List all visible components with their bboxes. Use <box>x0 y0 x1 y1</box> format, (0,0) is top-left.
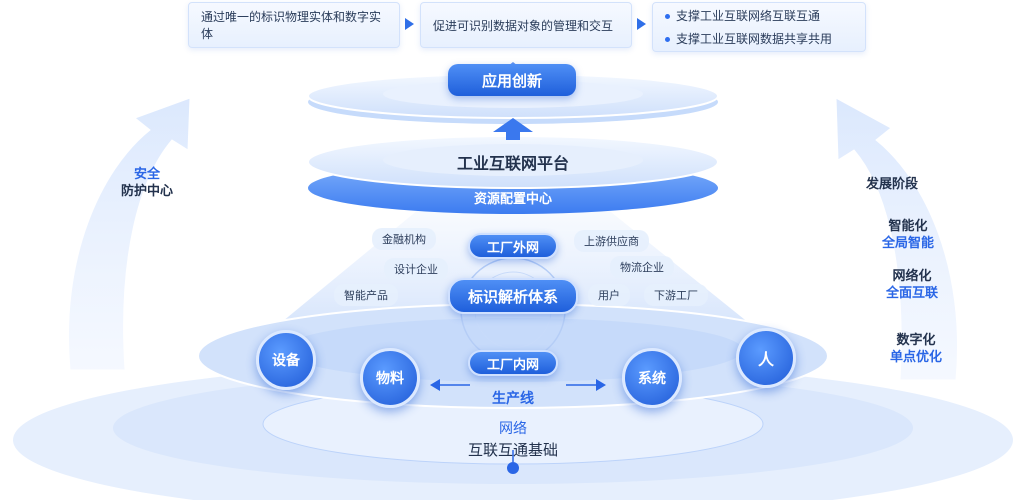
right-stage-arrow <box>835 97 959 381</box>
stage-intelligent-top: 智能化 <box>888 219 928 234</box>
chip-finance: 金融机构 <box>372 228 436 250</box>
node-person: 人 <box>736 328 796 388</box>
chip-upstream: 上游供应商 <box>574 230 649 252</box>
resource-center-label: 资源配置中心 <box>473 192 552 207</box>
line-arrow-left <box>430 379 440 391</box>
app-innovation-label: 应用创新 <box>448 64 576 96</box>
foundation-label: 互联互通基础 <box>467 441 558 459</box>
stage-title: 发展阶段 <box>865 177 918 192</box>
node-material: 物料 <box>360 348 420 408</box>
resolution-system-pill: 标识解析体系 <box>448 278 578 314</box>
stage-digital: 数字化 单点优化 <box>876 332 956 366</box>
bullet-icon <box>665 37 670 42</box>
bullet-icon <box>665 14 670 19</box>
top-box-identify-text: 通过唯一的标识物理实体和数字实体 <box>201 10 382 41</box>
top-box-manage-text: 促进可识别数据对象的管理和交互 <box>433 18 614 33</box>
support-item-1: 支撑工业互联网络互联互通 <box>665 7 820 24</box>
top-box-identify: 通过唯一的标识物理实体和数字实体 <box>188 2 400 48</box>
node-equipment: 设备 <box>256 330 316 390</box>
top-arrow-1 <box>405 18 414 30</box>
network-label: 网络 <box>499 421 527 437</box>
chip-logistics: 物流企业 <box>610 256 674 278</box>
top-box-manage: 促进可识别数据对象的管理和交互 <box>420 2 632 48</box>
security-center-text: 安全 防护中心 <box>112 166 182 200</box>
platform-disc-center <box>383 144 643 176</box>
top-box-support: 支撑工业互联网络互联互通 支撑工业互联网数据共享共用 <box>652 2 866 52</box>
base-point <box>507 462 519 474</box>
production-line-label: 生产线 <box>492 391 534 407</box>
stage-digital-bottom: 单点优化 <box>889 350 942 365</box>
stage-intelligent-bottom: 全局智能 <box>881 236 934 251</box>
up-arrow-platform <box>493 118 533 140</box>
support-item-2: 支撑工业互联网数据共享共用 <box>665 30 832 47</box>
security-line2: 防护中心 <box>120 184 173 199</box>
node-system: 系统 <box>622 348 682 408</box>
stage-network: 网络化 全面互联 <box>872 268 952 302</box>
chip-smart-products: 智能产品 <box>334 284 398 306</box>
chip-downstream: 下游工厂 <box>644 284 708 306</box>
top-arrow-2 <box>637 18 646 30</box>
platform-label: 工业互联网平台 <box>456 154 569 173</box>
chip-design: 设计企业 <box>384 258 448 280</box>
stage-network-top: 网络化 <box>892 269 932 284</box>
line-arrow-right <box>596 379 606 391</box>
stage-digital-top: 数字化 <box>896 333 936 348</box>
left-security-arrow <box>67 97 191 371</box>
security-line1: 安全 <box>133 167 160 182</box>
stage-network-bottom: 全面互联 <box>885 286 938 301</box>
factory-internal-pill: 工厂内网 <box>468 350 558 376</box>
stage-intelligent: 智能化 全局智能 <box>868 218 948 252</box>
factory-external-pill: 工厂外网 <box>468 233 558 259</box>
chip-user: 用户 <box>588 284 630 306</box>
